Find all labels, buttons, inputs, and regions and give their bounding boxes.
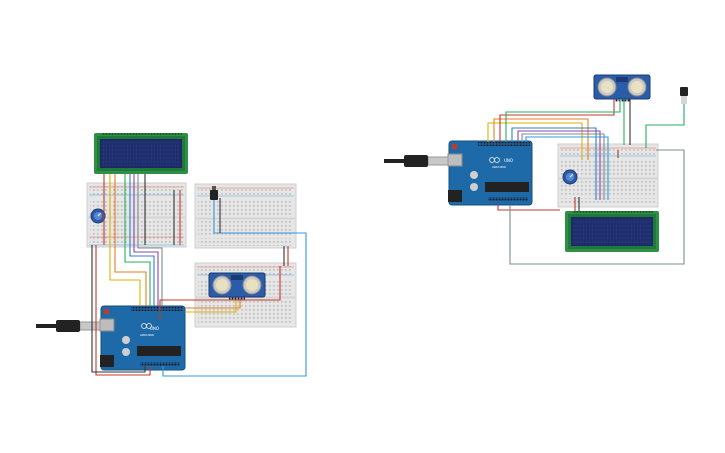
wires-left <box>91 174 307 377</box>
lcd-display-right[interactable] <box>565 211 659 252</box>
usb-cable-right <box>384 155 449 167</box>
wires-right <box>487 99 685 265</box>
arduino-logo <box>489 157 500 163</box>
tilt-sensor-left[interactable] <box>210 186 218 200</box>
arduino-brand-label: ARDUINO <box>140 333 155 337</box>
lcd-display-left[interactable] <box>94 133 188 174</box>
arduino-brand-label: ARDUINO <box>492 165 507 169</box>
arduino-board-label: UNO <box>504 158 513 163</box>
arduino-logo <box>141 323 152 329</box>
usb-cable-left <box>36 320 101 332</box>
left-circuit: UNO ARDUINO <box>36 133 307 377</box>
ultrasonic-sensor-right[interactable] <box>593 74 651 102</box>
arduino-uno-right[interactable]: UNO ARDUINO <box>447 140 533 206</box>
arduino-uno-left[interactable]: UNO ARDUINO <box>99 305 186 371</box>
right-circuit: UNO ARDUINO <box>384 74 688 265</box>
arduino-board-label: UNO <box>150 326 159 331</box>
ultrasonic-sensor-left[interactable] <box>208 272 266 300</box>
temperature-sensor-right[interactable] <box>680 87 688 104</box>
potentiometer-right[interactable] <box>562 169 578 185</box>
potentiometer-left[interactable] <box>90 208 106 224</box>
